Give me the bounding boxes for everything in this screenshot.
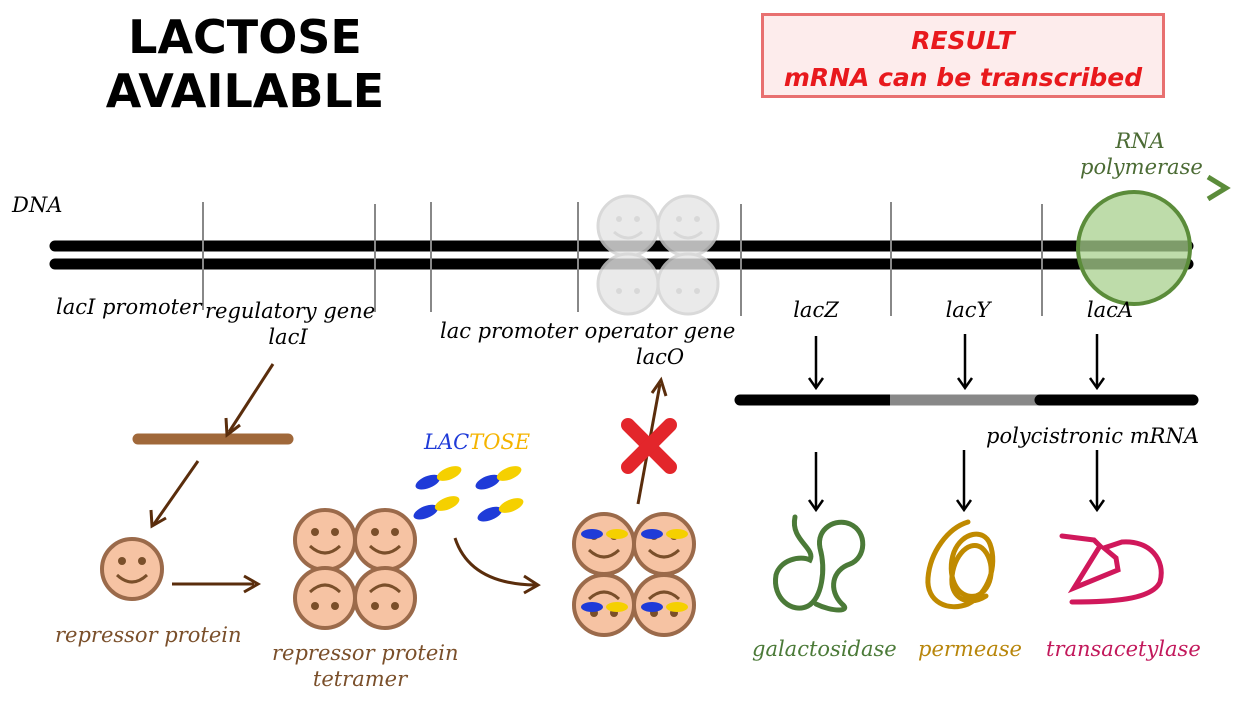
lactose-molecules bbox=[413, 466, 524, 522]
brown-arrows bbox=[149, 363, 668, 595]
label-permease: permease bbox=[918, 637, 1022, 661]
label-repressor-tetramer-line-1: repressor protein bbox=[272, 641, 459, 665]
result-text: mRNA can be transcribed bbox=[783, 63, 1143, 92]
label-transacetylase: transacetylase bbox=[1046, 637, 1201, 661]
label-lactose: LACTOSE bbox=[424, 429, 530, 455]
repressor-protein-icon bbox=[100, 537, 164, 601]
label-regulatory-gene-line-1: regulatory gene bbox=[205, 299, 376, 323]
label-rna-polymerase-line-1: RNA bbox=[1115, 129, 1165, 153]
label-regulatory-gene-line-2: lacI bbox=[268, 325, 308, 349]
label-operator-gene-line-1: operator gene bbox=[584, 319, 736, 343]
label-dna: DNA bbox=[12, 193, 63, 217]
blocked-cross-icon bbox=[621, 418, 677, 474]
label-repressor-tetramer-line-2: tetramer bbox=[312, 667, 408, 691]
label-repressor-protein: repressor protein bbox=[55, 623, 242, 647]
title-line-2: AVAILABLE bbox=[105, 64, 385, 118]
label-lactose-lac: LAC bbox=[424, 430, 470, 454]
label-lacy: lacY bbox=[945, 298, 991, 322]
page-title: LACTOSE AVAILABLE bbox=[60, 10, 430, 118]
label-galactosidase: galactosidase bbox=[752, 637, 897, 661]
permease-icon bbox=[925, 519, 996, 610]
gene-dividers bbox=[202, 202, 1043, 316]
transacetylase-icon bbox=[1059, 533, 1164, 605]
galactosidase-icon bbox=[773, 514, 866, 613]
label-lactose-tose: TOSE bbox=[469, 430, 531, 454]
label-operator-gene-line-2: lacO bbox=[635, 345, 685, 369]
label-regulatory-gene: regulatory gene lacI bbox=[205, 298, 376, 350]
label-lacz: lacZ bbox=[793, 298, 839, 322]
label-lac-promoter: lac promoter bbox=[440, 319, 578, 343]
label-polycistronic-mrna: polycistronic mRNA bbox=[986, 424, 1199, 448]
result-heading: RESULT bbox=[911, 26, 1015, 55]
title-line-1: LACTOSE bbox=[128, 10, 362, 64]
transcription-arrows bbox=[807, 334, 1106, 513]
label-rna-polymerase: RNA polymerase bbox=[1080, 128, 1203, 180]
label-operator-gene: operator gene lacO bbox=[583, 318, 737, 370]
label-repressor-tetramer: repressor protein tetramer bbox=[272, 640, 459, 692]
result-box: RESULT mRNA can be transcribed bbox=[761, 13, 1165, 98]
inactive-repressor-tetramer-icon bbox=[572, 512, 696, 637]
label-rna-polymerase-line-2: polymerase bbox=[1080, 155, 1203, 179]
released-repressor-ghost bbox=[596, 194, 720, 316]
repressor-tetramer-icon bbox=[293, 508, 417, 630]
rna-polymerase bbox=[990, 174, 1231, 306]
label-laca: lacA bbox=[1086, 298, 1134, 322]
label-laci-promoter: lacI promoter bbox=[56, 295, 202, 319]
